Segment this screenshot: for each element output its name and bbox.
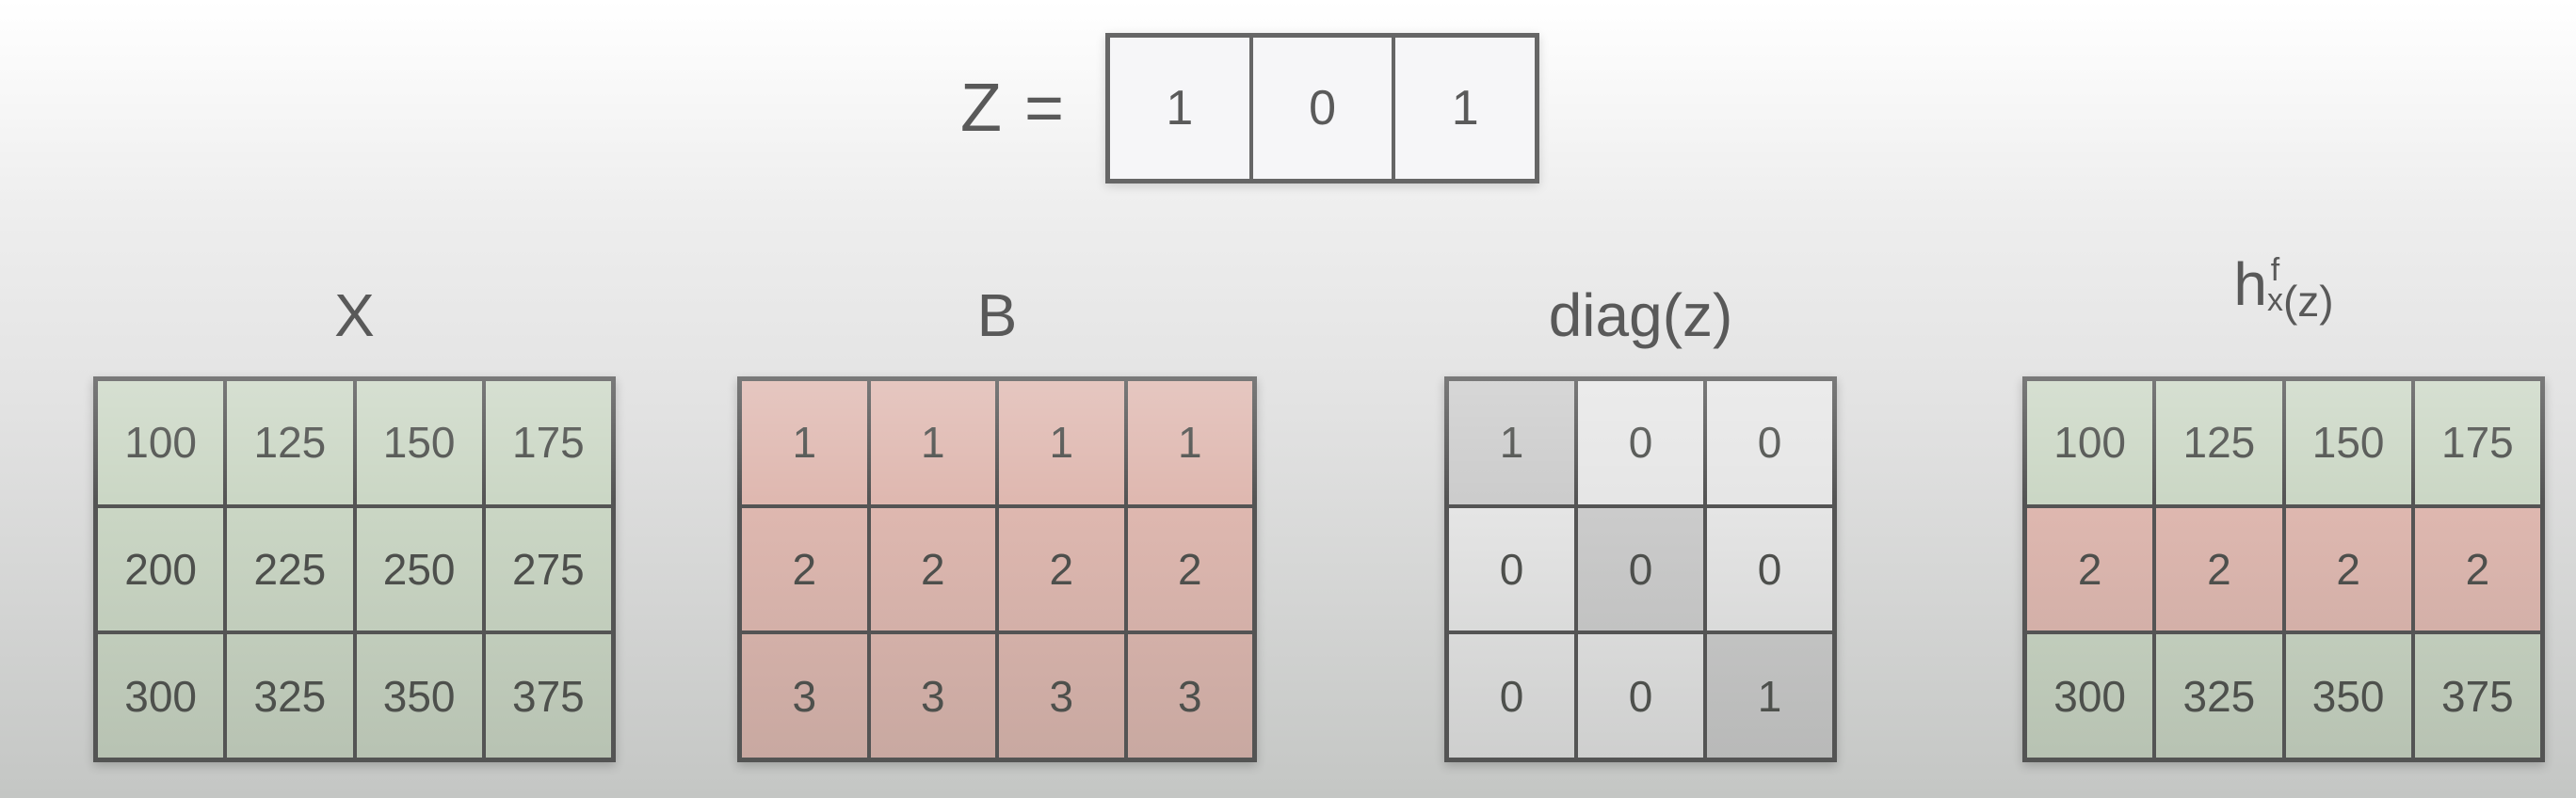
matrix-x-cell: 325 bbox=[227, 634, 353, 758]
matrix-diag-cell: 0 bbox=[1707, 507, 1832, 631]
matrix-h: 100 125 150 175 2 2 2 2 300 325 350 375 bbox=[2022, 376, 2545, 762]
z-vector: 1 0 1 bbox=[1105, 33, 1540, 184]
h-label-sup: f bbox=[2270, 252, 2280, 288]
matrix-h-cell: 150 bbox=[2285, 381, 2411, 504]
matrix-x-cell: 150 bbox=[356, 381, 482, 504]
matrix-diag-cell: 0 bbox=[1578, 507, 1703, 631]
matrix-h-cell: 175 bbox=[2414, 381, 2540, 504]
h-label-base: h bbox=[2233, 250, 2267, 318]
matrix-x-cell: 275 bbox=[485, 507, 611, 631]
matrix-diag-cell: 0 bbox=[1449, 634, 1574, 758]
matrix-x-cell: 350 bbox=[356, 634, 482, 758]
matrix-b: 1 1 1 1 2 2 2 2 3 3 3 3 bbox=[737, 376, 1257, 762]
matrix-x-cell: 200 bbox=[98, 507, 224, 631]
matrix-h-cell: 375 bbox=[2414, 634, 2540, 758]
matrix-b-cell: 1 bbox=[999, 381, 1124, 504]
z-vector-cell-2: 1 bbox=[1395, 38, 1536, 179]
matrix-x-cell: 300 bbox=[98, 634, 224, 758]
matrix-b-cell: 3 bbox=[742, 634, 867, 758]
matrix-x-cell: 250 bbox=[356, 507, 482, 631]
matrix-b-label: B bbox=[976, 281, 1018, 349]
matrix-x-cell: 375 bbox=[485, 634, 611, 758]
matrix-x-cell: 125 bbox=[227, 381, 353, 504]
matrix-diag-cell: 1 bbox=[1707, 634, 1832, 758]
matrix-x-cell: 225 bbox=[227, 507, 353, 631]
matrix-h-cell: 125 bbox=[2156, 381, 2282, 504]
matrix-diag-cell: 0 bbox=[1449, 507, 1574, 631]
h-label-scripts: f x bbox=[2266, 252, 2283, 319]
matrix-x-label: X bbox=[334, 281, 375, 349]
matrix-diag: 1 0 0 0 0 0 0 0 1 bbox=[1444, 376, 1837, 762]
z-equation-label: Z = bbox=[960, 71, 1067, 146]
matrix-b-cell: 2 bbox=[870, 507, 995, 631]
matrix-h-cell: 2 bbox=[2414, 507, 2540, 631]
matrix-diag-cell: 0 bbox=[1707, 381, 1832, 504]
matrix-h-cell: 300 bbox=[2027, 634, 2153, 758]
matrix-x: 100 125 150 175 200 225 250 275 300 325 … bbox=[93, 376, 616, 762]
matrix-b-cell: 3 bbox=[999, 634, 1124, 758]
matrix-diag-cell: 1 bbox=[1449, 381, 1574, 504]
matrix-diag-cell: 0 bbox=[1578, 634, 1703, 758]
matrix-b-cell: 2 bbox=[1127, 507, 1252, 631]
z-equation: Z = 1 0 1 bbox=[960, 33, 1540, 184]
matrix-h-cell: 350 bbox=[2285, 634, 2411, 758]
matrix-diag-cell: 0 bbox=[1578, 381, 1703, 504]
z-vector-cell-0: 1 bbox=[1110, 38, 1249, 179]
matrix-h-cell: 325 bbox=[2156, 634, 2282, 758]
matrix-h-cell: 100 bbox=[2027, 381, 2153, 504]
matrix-x-cell: 175 bbox=[485, 381, 611, 504]
matrix-b-cell: 1 bbox=[742, 381, 867, 504]
matrix-h-cell: 2 bbox=[2285, 507, 2411, 631]
matrix-diag-label: diag(z) bbox=[1548, 281, 1733, 349]
matrix-b-cell: 3 bbox=[870, 634, 995, 758]
matrix-b-cell: 2 bbox=[999, 507, 1124, 631]
matrix-b-cell: 1 bbox=[1127, 381, 1252, 504]
matrix-h-cell: 2 bbox=[2156, 507, 2282, 631]
h-label-args: (z) bbox=[2282, 277, 2334, 326]
z-vector-cell-1: 0 bbox=[1252, 38, 1393, 179]
matrix-h-label: h f x (z) bbox=[2022, 254, 2545, 376]
h-label-sub: x bbox=[2266, 282, 2283, 319]
matrix-b-cell: 1 bbox=[870, 381, 995, 504]
matrix-b-cell: 2 bbox=[742, 507, 867, 631]
matrix-x-cell: 100 bbox=[98, 381, 224, 504]
matrix-h-cell: 2 bbox=[2027, 507, 2153, 631]
matrix-b-cell: 3 bbox=[1127, 634, 1252, 758]
